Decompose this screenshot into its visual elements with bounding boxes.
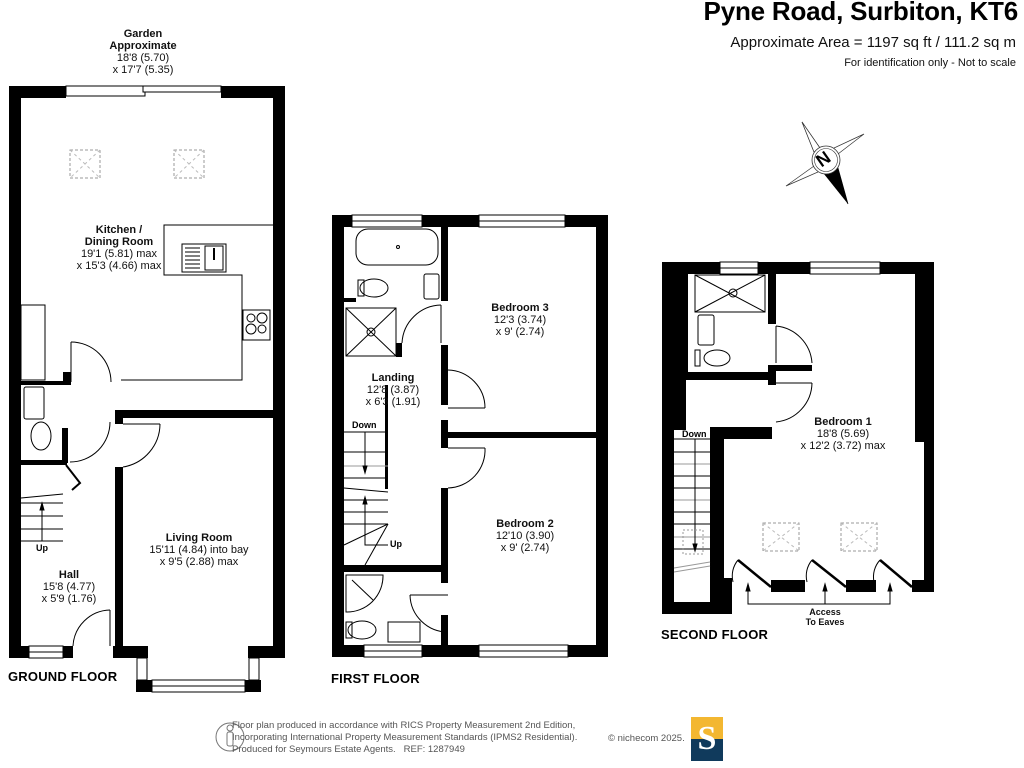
room-label-living-room: Living Room 15'11 (4.84) into bay x 9'5 … <box>149 532 248 568</box>
second-floor-label: SECOND FLOOR <box>661 627 769 642</box>
ground-floor-plan <box>9 86 285 692</box>
room-name: Approximate <box>109 40 177 52</box>
first-floor-plan <box>332 215 608 657</box>
logo-letter: S <box>697 720 717 757</box>
access-to-eaves-label: Access To Eaves <box>806 607 845 627</box>
room-dimension: 15'8 (4.77) <box>42 581 96 593</box>
room-name: Bedroom 2 <box>496 518 554 530</box>
room-label-bedroom-2: Bedroom 2 12'10 (3.90) x 9' (2.74) <box>496 518 554 554</box>
person-info-icon <box>215 722 245 752</box>
eaves-label-line: To Eaves <box>805 617 845 627</box>
room-name: Bedroom 3 <box>491 302 549 314</box>
room-dimension: 18'8 (5.70) <box>116 52 170 64</box>
copyright: © nichecom 2025. <box>608 733 685 744</box>
stair-down-label: Down <box>352 420 377 430</box>
room-label-kitchen: Kitchen / Dining Room 19'1 (5.81) max x … <box>77 224 162 272</box>
room-label-landing: Landing 12'8 (3.87) x 6'3 (1.91) <box>366 372 421 408</box>
seymours-logo: S <box>691 717 723 761</box>
room-name: Dining Room <box>84 236 154 248</box>
room-label-bedroom-3: Bedroom 3 12'3 (3.74) x 9' (2.74) <box>491 302 548 338</box>
room-name: Hall <box>58 569 80 581</box>
footer-notes: Floor plan produced in accordance with R… <box>232 720 577 756</box>
room-dimension: x 17'7 (5.35) <box>112 64 174 76</box>
room-dimension: x 5'9 (1.76) <box>41 593 97 605</box>
room-name: Garden <box>123 28 163 40</box>
first-floor-label: FIRST FLOOR <box>331 671 420 686</box>
room-dimension: x 9' (2.74) <box>495 326 545 338</box>
north-arrow-icon <box>785 121 865 205</box>
eaves-label-line: Access <box>809 607 841 617</box>
disclaimer: For identification only - Not to scale <box>844 57 1016 69</box>
room-name: Bedroom 1 <box>814 416 872 428</box>
room-name: Landing <box>371 372 415 384</box>
footer-line: Produced for Seymours Estate Agents. REF… <box>232 744 465 755</box>
room-dimension: 18'8 (5.69) <box>816 428 870 440</box>
approximate-area: Approximate Area = 1197 sq ft / 111.2 sq… <box>730 34 1016 51</box>
room-name: Kitchen / <box>95 224 143 236</box>
stair-down-label: Down <box>682 429 707 439</box>
room-name: Living Room <box>165 532 233 544</box>
room-dimension: x 9'5 (2.88) max <box>159 556 239 568</box>
room-dimension: x 12'2 (3.72) max <box>800 440 886 452</box>
room-label-bedroom-1: Bedroom 1 18'8 (5.69) x 12'2 (3.72) max <box>801 416 886 452</box>
room-dimension: x 9' (2.74) <box>500 542 550 554</box>
room-dimension: 12'3 (3.74) <box>493 314 547 326</box>
second-floor-plan <box>662 262 934 614</box>
room-dimension: 12'8 (3.87) <box>366 384 420 396</box>
ground-floor-label: GROUND FLOOR <box>8 669 118 684</box>
room-dimension: x 6'3 (1.91) <box>365 396 421 408</box>
room-dimension: 12'10 (3.90) <box>495 530 555 542</box>
room-dimension: x 15'3 (4.66) max <box>76 260 162 272</box>
room-dimension: 15'11 (4.84) into bay <box>149 544 249 556</box>
room-label-garden: Garden Approximate 18'8 (5.70) x 17'7 (5… <box>109 28 176 76</box>
footer-line: Incorporating International Property Mea… <box>232 732 578 743</box>
footer-line: Floor plan produced in accordance with R… <box>232 720 576 731</box>
stair-up-label: Up <box>390 539 402 549</box>
stair-up-label: Up <box>36 543 48 553</box>
room-label-hall: Hall 15'8 (4.77) x 5'9 (1.76) <box>42 569 97 605</box>
room-dimension: 19'1 (5.81) max <box>80 248 158 260</box>
property-title: Pyne Road, Surbiton, KT6 <box>703 0 1019 26</box>
